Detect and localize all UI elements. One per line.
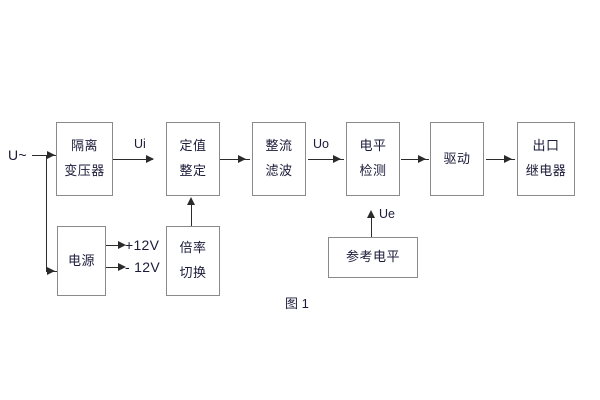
arrowhead-reference-to-level: [366, 210, 375, 218]
label-signal-uo: Uo: [313, 137, 329, 151]
block-multiplier-switch-line-1: 倍率: [179, 240, 207, 256]
block-output-relay-line-2: 继电器: [525, 163, 567, 178]
connector-branch-vertical: [46, 155, 47, 271]
block-rectify-filter[interactable]: 整流 滤波: [252, 122, 306, 196]
label-rail-negative: - 12V: [125, 259, 160, 275]
block-drive-line-1: 驱动: [443, 150, 471, 166]
block-rectify-filter-line-1: 整流: [265, 138, 293, 154]
label-signal-ue: Ue: [379, 207, 395, 221]
arrowhead-rectify-to-level: [333, 154, 341, 163]
block-power-supply-line-1: 电源: [67, 252, 95, 268]
block-multiplier-switch-line-2: 切换: [179, 265, 207, 280]
block-setting-value[interactable]: 定值 整定: [166, 122, 220, 196]
block-output-relay-line-1: 出口: [532, 138, 560, 154]
arrowhead-multiplier-to-setting: [186, 197, 195, 205]
block-level-detection[interactable]: 电平 检测: [346, 122, 400, 196]
block-isolation-transformer-line-1: 隔离: [70, 138, 98, 154]
arrowhead-setting-to-rectify: [238, 154, 246, 163]
label-input-source: U~: [8, 147, 27, 163]
arrowhead-transformer-to-setting: [146, 154, 154, 163]
block-multiplier-switch[interactable]: 倍率 切换: [166, 226, 220, 296]
block-output-relay[interactable]: 出口 继电器: [517, 122, 575, 196]
arrowhead-drive-to-relay: [504, 154, 512, 163]
arrowhead-level-to-drive: [418, 154, 426, 163]
block-isolation-transformer-line-2: 变压器: [64, 163, 105, 178]
block-rectify-filter-line-2: 滤波: [265, 163, 293, 178]
figure-caption: 图 1: [285, 296, 309, 311]
connector-rail-negative: [106, 267, 124, 268]
label-rail-positive: +12V: [125, 237, 160, 253]
block-drive[interactable]: 驱动: [430, 122, 484, 196]
block-reference-level[interactable]: 参考电平: [328, 237, 418, 278]
label-signal-ui: Ui: [134, 137, 146, 151]
arrowhead-rail-positive: [118, 240, 126, 249]
block-level-detection-line-1: 电平: [359, 138, 387, 154]
connector-level-to-drive: [401, 159, 429, 160]
arrowhead-rail-negative: [118, 262, 126, 271]
block-level-detection-line-2: 检测: [359, 163, 387, 178]
connector-rail-positive: [106, 245, 124, 246]
arrowhead-to-power: [47, 266, 55, 275]
connector-reference-to-level: [371, 218, 372, 237]
connector-rectify-to-level: [308, 159, 344, 160]
block-setting-value-line-2: 整定: [179, 163, 207, 178]
block-isolation-transformer[interactable]: 隔离 变压器: [56, 122, 113, 196]
block-setting-value-line-1: 定值: [179, 138, 207, 154]
connector-drive-to-relay: [486, 159, 515, 160]
connector-multiplier-to-setting: [191, 205, 192, 226]
arrowhead-to-transformer: [47, 150, 55, 159]
connector-setting-to-rectify: [220, 159, 250, 160]
block-reference-level-line-1: 参考电平: [345, 249, 400, 265]
connector-input-to-branch: [32, 155, 46, 156]
connector-transformer-to-setting: [113, 159, 153, 160]
block-power-supply[interactable]: 电源: [57, 226, 106, 296]
